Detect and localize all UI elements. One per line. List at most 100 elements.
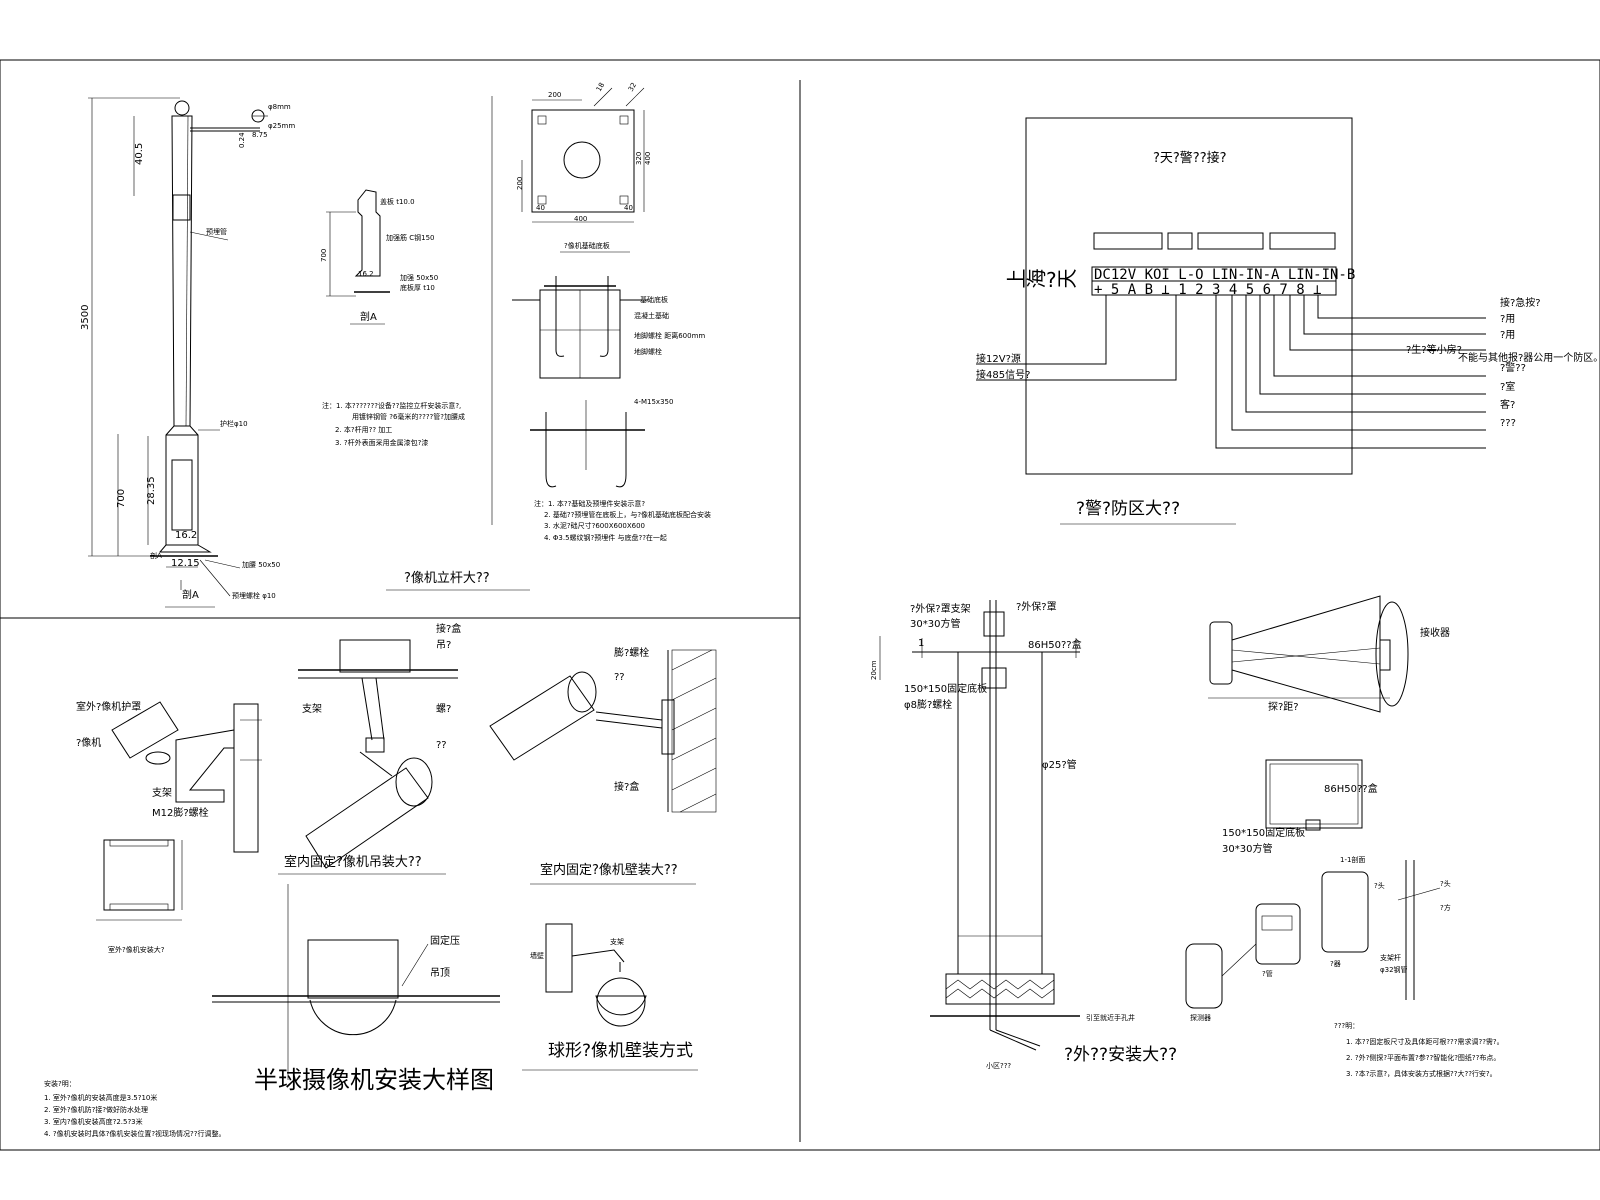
detector-notes: ???明： 1. 本??固定板尺寸及具体距可根???需求调??需?。 2. ?外…: [1334, 1022, 1504, 1078]
pole-access-door: [171, 459, 193, 531]
dim-total: 3500: [80, 305, 91, 330]
alarm-box-title: ?天?警??接?: [1153, 150, 1227, 166]
ceiling-junction-box: [339, 639, 411, 673]
dim-width: 16.2: [175, 530, 197, 541]
beam-receiver-icon: [1375, 601, 1409, 707]
dim-base: 700: [116, 489, 127, 508]
foundation-label-c: 地脚螺栓 距离600mm: [634, 331, 705, 340]
detector-label-f: ?头: [1440, 879, 1451, 888]
foundation-label-d: 地脚螺栓: [634, 347, 662, 356]
detector-note-0: ???明：: [1334, 1022, 1359, 1030]
section-a-title: 剖A: [360, 310, 377, 323]
detector-label-j: 探测器: [1190, 1013, 1211, 1022]
foundation-note-0: 注：1. 本??基础及预埋件安装示意?: [534, 499, 645, 508]
detector-label-d: 1-1剖面: [1340, 855, 1365, 864]
keypad-device: [1255, 903, 1301, 965]
dome-label-a: 固定压: [430, 934, 460, 947]
pendant-label-b: 支架: [610, 937, 624, 946]
pole-collar: [172, 194, 191, 221]
foundation-detail: 基础底板 混凝土基础 地脚螺栓 距离600mm 地脚螺栓 4-M15x350: [512, 276, 705, 488]
wall-label-a: 膨?螺栓: [614, 646, 649, 659]
outdoor-label-g: φ25?管: [1042, 758, 1077, 771]
pole-note-0: 注：1. 本???????设备??监控立杆安装示意?,: [322, 401, 461, 410]
dome-housing: [307, 939, 399, 999]
ceiling-label-b: 吊?: [436, 639, 451, 651]
outdoor-label-j: 引至就近手孔井: [1086, 1013, 1135, 1022]
wall-mount-detail: 膨?螺栓 ?? 接?盒 室内固定?像机壁装大??: [489, 646, 717, 885]
alarm-right-7: 客?: [1500, 398, 1515, 411]
bracket-sub: 室外?像机安装大?: [108, 945, 165, 954]
alarm-left-1: 接485信号?: [976, 368, 1030, 381]
install-notes: 安装?明： 1. 室外?像机的安装高度是3.5?10米 2. 室外?像机防?接?…: [44, 1079, 225, 1138]
foundation-notes: 注：1. 本??基础及预埋件安装示意? 2. 基础??预埋管在底板上，与?像机基…: [534, 499, 711, 542]
detector-label-h: 支架杆: [1380, 953, 1401, 962]
detector-label-i: φ32钢管: [1380, 965, 1408, 974]
base-dim-d: 200: [516, 177, 524, 190]
pole-title: ?像机立杆大??: [404, 571, 490, 586]
section-a-shape: [354, 189, 381, 277]
pole-section: 40.5 3500 700 28.35 16.2 12.15 剖A φ8mm φ…: [80, 97, 295, 608]
pendant-wall: [545, 923, 573, 993]
detector-label-c: 30*30方管: [1222, 842, 1272, 855]
ceiling-label-e: ??: [436, 740, 447, 751]
ceiling-label-a: 接?盒: [436, 622, 461, 635]
outdoor-detector-pole: 20cm ?外保?罩支架 30*30方管 ?外保?罩 86H50??盒 150*…: [870, 600, 1177, 1070]
outdoor-label-e: 150*150固定底板: [904, 682, 987, 695]
outdoor-label-h: 20cm: [870, 660, 878, 680]
base-dim-c: 32: [627, 81, 638, 93]
pole-note-2: 2. 本?杆用?? 加工: [335, 425, 392, 434]
beam-transmitter: [1209, 621, 1233, 685]
dome-label-b: 吊顶: [430, 967, 450, 979]
alarm-panel: ?天?警??接? 上海?天 DC12V KOI L-O LIN-IN-A LIN…: [976, 117, 1600, 475]
foundation-label-e: 4-M15x350: [634, 398, 673, 406]
section-a-label-a: 盖板 t10.0: [380, 197, 415, 206]
pendant-label-a: 墙壁: [530, 951, 544, 960]
detector-pole-body: [957, 652, 1043, 975]
wall-label-b: ??: [614, 672, 625, 683]
ceiling-label-d: 螺?: [436, 703, 451, 715]
dome-note-3: 3. 室内?像机安装高度?2.5?3米: [44, 1117, 143, 1126]
mount-panel: [1265, 759, 1363, 829]
dome-note-4: 4. ?像机安装时具体?像机安装位置?视现场情况??行调整。: [44, 1129, 225, 1138]
base-plate-detail: 200 18 32 200 320 400 400 40 40 ?像机基础底板: [491, 81, 652, 525]
alarm-right-0: 接?急按?: [1500, 296, 1541, 309]
foundation-note-3: 4. Φ3.5螺纹钢?预埋件 与底盘??在一起: [544, 533, 667, 542]
alarm-right-4: 不能与其他报?器公用一个防区。: [1458, 351, 1600, 364]
label-b: φ25mm: [268, 122, 295, 130]
beam-label: 接收器: [1420, 626, 1450, 639]
outdoor-camera-housing: [111, 701, 179, 759]
label-a: φ8mm: [268, 103, 291, 111]
detector-note-2: 2. ?外?侧探?平面布置?参??智能化?图纸??布点。: [1346, 1053, 1500, 1062]
pole-section-label: 剖A: [182, 588, 199, 601]
pole-cap: [174, 100, 190, 116]
detector-label-g: ?方: [1440, 903, 1451, 912]
base-dim-g: 400: [574, 215, 587, 223]
pole-foundation-hatch: [945, 973, 1055, 1005]
ceiling-camera: [305, 767, 429, 869]
outdoor-label-i: 1: [918, 638, 924, 649]
wall-hatch: [671, 649, 717, 813]
pole-notes: 注：1. 本???????设备??监控立杆安装示意?, 用镀锌钢管 ?6毫米的?…: [322, 401, 465, 447]
pole-note-3: 3. ?杆外表面采用金属漆包?漆: [335, 438, 428, 447]
outdoor-label-b: 30*30方管: [910, 617, 960, 630]
outdoor-label-k: 小区???: [986, 1061, 1011, 1070]
alarm-left-0: 接12V?源: [976, 352, 1021, 365]
section-a-label-c: 16.2: [358, 270, 374, 278]
label-f: 加腰 50x50: [242, 560, 280, 569]
foundation-note-2: 3. 水泥?础尺寸?600X600X600: [544, 521, 645, 530]
outdoor-title: ?外??安装大??: [1064, 1045, 1177, 1065]
section-a-label-d: 加强 50x50: [400, 273, 438, 282]
wall-label-c: 接?盒: [614, 780, 639, 793]
label-h: 预埋管: [206, 227, 227, 236]
base-dim-e: 320: [635, 152, 643, 165]
alarm-brand: 上海?天: [1006, 268, 1077, 292]
base-dim-h: 40: [536, 204, 545, 212]
bracket-arm: [175, 729, 235, 803]
ceiling-label-c: 支架: [302, 703, 322, 715]
detector-label-l: ?头: [1374, 881, 1385, 890]
bracket-label-a: 室外?像机护罩: [76, 700, 141, 713]
wall-title: 室内固定?像机壁装大??: [540, 862, 678, 878]
section-a-detail: 700 盖板 t10.0 加强筋 C钢150 16.2 加强 50x50 底板厚…: [320, 189, 438, 325]
pole-base-box: [165, 425, 199, 546]
